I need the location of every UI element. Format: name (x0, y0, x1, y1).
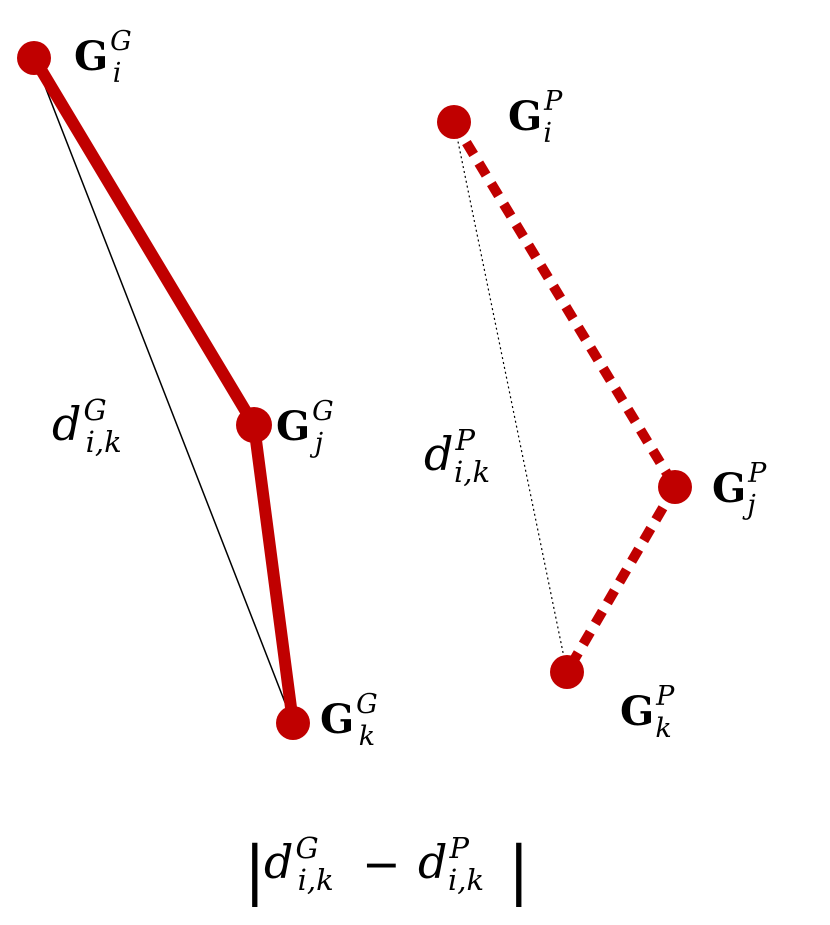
pred-joint-i (437, 105, 471, 139)
pred-bone-j-k (562, 484, 680, 675)
pred-joint-j (658, 470, 692, 504)
pred-bone-i-j (449, 119, 680, 490)
gt-joint-j (236, 407, 272, 443)
gt-joint-i (17, 41, 51, 75)
formula-left-bar: | (244, 834, 266, 908)
gt-joint-k (276, 706, 310, 740)
gt-distance-line (33, 57, 294, 724)
formula-minus-operator: − (362, 837, 401, 891)
pred-joint-k (550, 655, 584, 689)
gt-bone-j-k (248, 419, 299, 729)
formula-right-bar: | (508, 834, 530, 908)
pred-distance-line (453, 121, 568, 673)
gt-bone-i-j (28, 52, 260, 431)
